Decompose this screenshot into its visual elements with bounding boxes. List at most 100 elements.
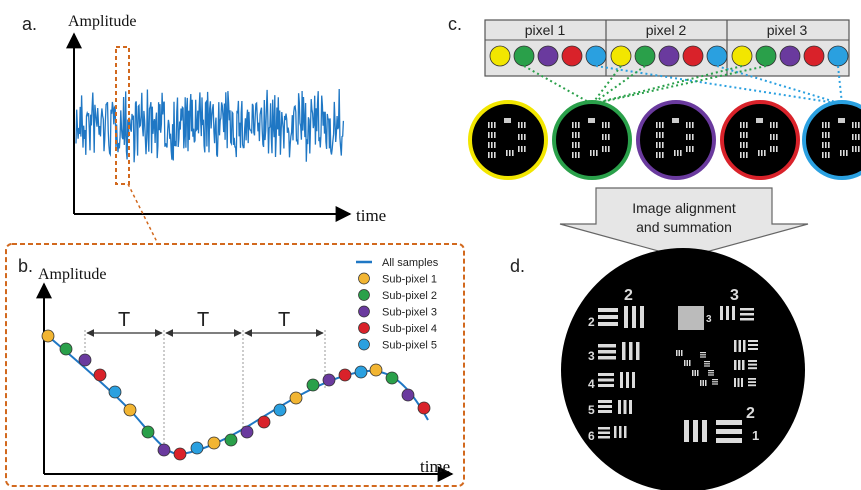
target-bar [692,370,694,376]
target-bar [619,426,622,438]
subimage-bar [524,122,526,128]
sample-curve [47,335,429,456]
target-number: 2 [746,405,755,422]
panel-b-xlabel: time [420,457,450,476]
down-arrow-shape [559,187,809,259]
subimage-bar [743,142,745,148]
sample-point [322,373,336,387]
subimage-bar [822,122,824,128]
subpixel-connector [591,65,743,105]
legend-entry: Sub-pixel 1 [382,274,437,286]
noise-signal [75,88,345,163]
subimage-bar [858,122,860,128]
panel-b-ylabel: Amplitude [38,266,106,283]
target-bar [748,381,756,383]
subimage-bar [662,142,664,148]
target-bar [624,306,628,328]
subimage-bar [692,122,694,128]
subimage-bar [828,152,830,158]
subimage-bar [572,142,574,148]
target-bar [712,383,718,385]
target-bar [742,360,745,370]
subimage-bar [756,118,763,123]
legend-dot-swatch [358,289,370,301]
target-bar [748,378,756,380]
subimage-bar [686,134,688,140]
subimage-bar [825,142,827,148]
target-bar [708,372,714,374]
panel-a-xlabel: time [356,206,386,225]
target-bar [598,436,610,439]
arrow-text-line1: Image alignment [632,200,736,216]
subimage-bar [858,134,860,140]
sample-point [354,365,368,379]
subimage [720,100,800,180]
subimage-bar [843,150,845,156]
target-bar [700,354,706,356]
subimage-bar [578,142,580,148]
legend-entry: Sub-pixel 3 [382,307,437,319]
subimage-bar [518,134,520,140]
subimage-bar [506,150,508,156]
sample-point [385,371,399,385]
target-bar [740,313,754,316]
target-bar [738,360,741,370]
subimage-bar [764,150,766,156]
subimage-bar [776,134,778,140]
target-bar [624,426,627,438]
subpixel-dot [731,45,753,67]
target-bar [598,410,612,413]
target-bar [748,360,757,362]
subimage-bar [776,122,778,128]
legend-entry: Sub-pixel 5 [382,340,437,352]
subimage-bar [602,146,604,152]
subimage-bar [518,122,520,128]
subimage-bar [692,146,694,152]
sample-point [157,443,171,457]
sample-point [224,433,238,447]
target-number: 3 [588,349,595,363]
subimage-bar [524,134,526,140]
subimage-bar [590,150,592,156]
target-bar [623,400,627,414]
subimage-bar [746,132,748,138]
subimage-bar [512,150,514,156]
subimage-bar [593,150,595,156]
target-bar [629,400,632,414]
subimage-bar [855,122,857,128]
target-bar [598,308,618,312]
legend-entry: Sub-pixel 2 [382,290,437,302]
subimage-bar [822,132,824,138]
sample-point [240,425,254,439]
subimage-bar [521,134,523,140]
zoom-connector [127,183,159,245]
target-bar [740,308,754,311]
legend-dot-swatch [358,272,370,285]
target-bar [708,370,714,372]
target-bar [712,379,718,381]
subimage-row [468,100,861,180]
subpixel-dot [706,45,728,67]
panel-c: c. pixel 1 pixel 2 pixel 3 [448,14,861,180]
target-bar [740,318,754,321]
subimage-bar [677,150,679,156]
subimage-bar [686,146,688,152]
target-bar [705,380,707,386]
subimage-bar [575,122,577,128]
panel-b-frame [5,243,465,487]
target-bar [734,378,736,387]
subimage-bar [858,146,860,152]
subimage-bar [740,132,742,138]
sample-point [190,441,204,455]
target-bar [681,350,683,356]
target-bar [748,363,757,366]
subimage-bar [758,150,760,156]
pixel-label: pixel 3 [767,22,808,38]
target-bar [720,306,723,320]
subimage-bar [776,146,778,152]
arrow-text-line2: and summation [636,219,732,235]
panel-b: b. Amplitude time T T T All samplesSub-p… [5,243,465,487]
subimage-bar [572,132,574,138]
